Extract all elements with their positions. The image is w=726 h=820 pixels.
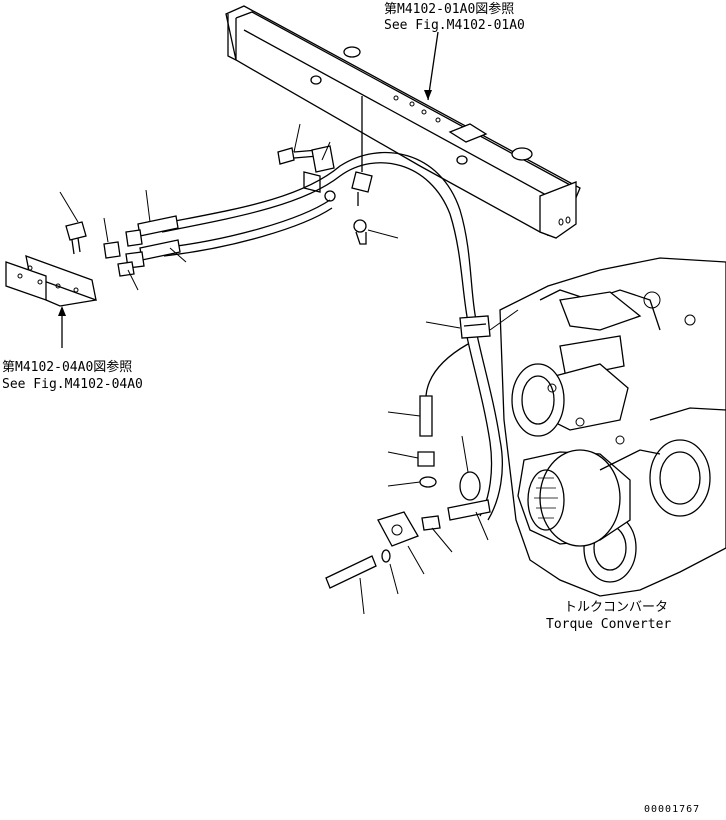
bolt-bracket-upper: [277, 145, 336, 202]
torque-converter-label-jp: トルクコンバータ: [564, 600, 669, 615]
hose-fittings-left: [65, 215, 181, 277]
frame-cross-member: [225, 5, 581, 239]
bracket-reference-en: See Fig.M4102-04A0: [2, 377, 143, 392]
drawing-number: 00001767: [644, 804, 701, 815]
hose-clamp-middle: [459, 315, 491, 339]
lower-fittings: [325, 395, 491, 589]
callout-leaders: [59, 123, 519, 615]
hose-clamp-upper: [351, 96, 373, 245]
left-bracket: [5, 254, 97, 307]
hose-lines: [159, 151, 503, 521]
frame-reference-en: See Fig.M4102-01A0: [384, 18, 525, 33]
torque-converter-label-en: Torque Converter: [546, 617, 672, 632]
torque-converter-housing: [499, 257, 726, 597]
bracket-reference-jp: 第M4102-04A0図参照: [2, 360, 133, 375]
frame-reference-jp: 第M4102-01A0図参照: [384, 2, 515, 17]
